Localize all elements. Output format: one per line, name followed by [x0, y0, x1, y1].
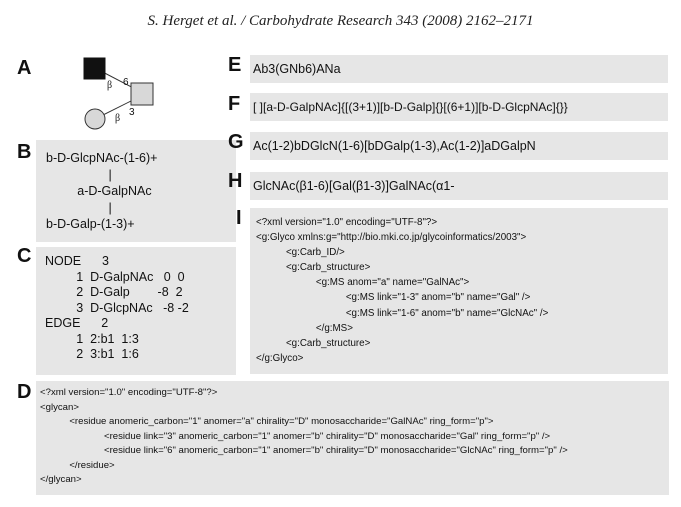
panel-label-f: F	[228, 93, 241, 115]
bond-position-upper: 6	[123, 77, 129, 88]
panel-label-i: I	[236, 207, 242, 229]
panel-d-box: <?xml version="1.0" encoding="UTF-8"?> <…	[36, 381, 669, 495]
bcsdb-text: Ac(1-2)bDGlcN(1-6)[bDGalp(1-3),Ac(1-2)]a…	[253, 139, 536, 153]
glycan-xml-text: <?xml version="1.0" encoding="UTF-8"?> <…	[40, 387, 568, 485]
panel-label-a: A	[17, 57, 32, 79]
panel-h-box: GlcNAc(β1-6)[Gal(β1-3)]GalNAc(α1-	[250, 172, 668, 200]
bond-anomer-lower: β	[115, 113, 120, 124]
glyco-xml-text: <?xml version="1.0" encoding="UTF-8"?> <…	[256, 217, 549, 364]
panel-label-d: D	[17, 381, 32, 403]
panel-label-c: C	[17, 245, 32, 267]
panel-label-e: E	[228, 54, 242, 76]
open-square-icon	[130, 82, 154, 106]
panel-label-b: B	[17, 141, 32, 163]
bond-anomer-upper: β	[107, 80, 112, 91]
journal-citation-header: S. Herget et al. / Carbohydrate Research…	[147, 13, 534, 29]
glycan-diagram: β 6 β 3	[83, 57, 154, 130]
panel-label-h: H	[228, 170, 243, 192]
panel-label-g: G	[228, 131, 244, 153]
panel-c-box: NODE 3 1 D-GalpNAc 0 0 2 D-Galp -8 2 3 D…	[36, 247, 236, 375]
panel-i-box: <?xml version="1.0" encoding="UTF-8"?> <…	[250, 208, 668, 374]
linucs-text: [ ][a-D-GalpNAc]{[(3+1)][b-D-Galp]{}[(6+…	[253, 100, 568, 114]
panel-f-box: [ ][a-D-GalpNAc]{[(3+1)][b-D-Galp]{}[(6+…	[250, 93, 668, 121]
kcf-format-text: NODE 3 1 D-GalpNAc 0 0 2 D-Galp -8 2 3 D…	[45, 254, 189, 361]
panel-g-box: Ac(1-2)bDGlcN(1-6)[bDGalp(1-3),Ac(1-2)]a…	[250, 132, 668, 160]
linucs-short-text: Ab3(GNb6)ANa	[253, 62, 341, 76]
filled-square-icon	[83, 57, 106, 80]
open-circle-icon	[84, 108, 106, 130]
panel-b-box: b-D-GlcpNAc-(1-6)+ | a-D-GalpNAc | b-D-G…	[36, 140, 236, 242]
panel-e-box: Ab3(GNb6)ANa	[250, 55, 668, 83]
iupac-short-text: GlcNAc(β1-6)[Gal(β1-3)]GalNAc(α1-	[253, 179, 455, 193]
bond-position-lower: 3	[129, 107, 135, 118]
iupac-condensed-text: b-D-GlcpNAc-(1-6)+ | a-D-GalpNAc | b-D-G…	[46, 151, 158, 231]
